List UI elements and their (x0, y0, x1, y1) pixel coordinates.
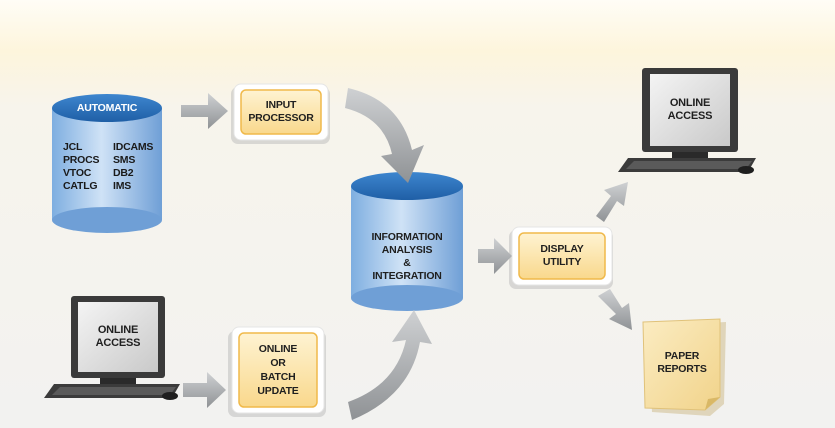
arrow-right-icon (183, 372, 226, 408)
list-item: SMS (113, 154, 136, 166)
automatic-header-label: AUTOMATIC (76, 101, 138, 114)
automatic-left-list: JCL PROCS VTOC CATLG (63, 141, 100, 193)
curved-arrow-icon (348, 310, 432, 420)
list-item: IMS (113, 180, 132, 192)
list-item: IDCAMS (113, 141, 154, 153)
paper-reports-label: PAPER REPORTS (657, 350, 707, 375)
curved-arrow-icon (345, 88, 424, 183)
batch-update-box (228, 326, 326, 417)
arrow-up-right-icon (596, 182, 628, 222)
display-utility-box (509, 226, 613, 289)
list-item: PROCS (63, 154, 100, 166)
arrow-right-icon (478, 238, 512, 274)
list-item: VTOC (63, 167, 92, 179)
arrow-down-right-icon (598, 289, 632, 330)
list-item: DB2 (113, 167, 134, 179)
online-access-left-label: ONLINE ACCESS (95, 324, 141, 349)
input-processor-box (231, 83, 330, 144)
list-item: CATLG (63, 180, 98, 192)
computer-left-icon (44, 296, 180, 400)
display-utility-label: DISPLAY UTILITY (540, 243, 584, 268)
input-processor-label: INPUT PROCESSOR (248, 99, 314, 124)
arrow-right-icon (181, 93, 228, 129)
information-analysis-label: INFORMATION ANALYSIS & INTEGRATION (371, 231, 443, 282)
automatic-database-cylinder (52, 94, 162, 233)
paper-reports-icon (642, 318, 726, 416)
online-access-right-label: ONLINE ACCESS (667, 97, 713, 122)
list-item: JCL (63, 141, 83, 153)
information-database-cylinder (351, 172, 463, 311)
batch-update-label: ONLINE OR BATCH UPDATE (257, 343, 299, 397)
automatic-right-list: IDCAMS SMS DB2 IMS (113, 141, 153, 193)
computer-right-icon (618, 68, 756, 174)
